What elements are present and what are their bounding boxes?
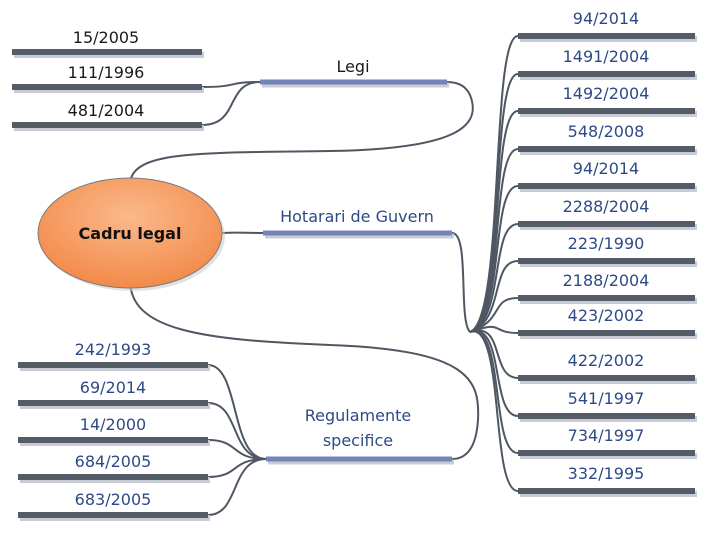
branch-bar-hotarari[interactable]: [263, 230, 452, 236]
branch-label-regulamente-line2: specifice: [323, 431, 393, 450]
leaf-bar-hotarari[interactable]: [518, 330, 695, 336]
leaf-bar-hotarari[interactable]: [518, 146, 695, 152]
leaf-label-regulamente: 683/2005: [75, 490, 152, 509]
leaf-bar-regulamente[interactable]: [18, 512, 208, 518]
connector-regulamente: [129, 279, 480, 460]
leaf-label-hotarari: 94/2014: [573, 9, 639, 28]
leaf-label-regulamente: 69/2014: [80, 378, 146, 397]
leaf-bar-hotarari[interactable]: [518, 413, 695, 419]
connector-hotarari-leaf: [469, 73, 519, 333]
leaf-label-legi: 111/1996: [68, 63, 145, 82]
connector-regulamente-leaf: [207, 364, 267, 460]
leaf-label-hotarari: 541/1997: [568, 389, 645, 408]
leaf-label-regulamente: 684/2005: [75, 452, 152, 471]
leaf-bar-legi[interactable]: [12, 49, 202, 55]
leaf-bar-regulamente[interactable]: [18, 362, 208, 368]
branch-label-legi: Legi: [336, 57, 369, 76]
leaf-label-hotarari: 548/2008: [568, 122, 645, 141]
leaf-bar-hotarari[interactable]: [518, 488, 695, 494]
central-topic-label: Cadru legal: [79, 224, 182, 243]
connector-hotarari-hub: [451, 232, 471, 333]
connector-regulamente-leaf: [207, 439, 267, 460]
leaf-label-hotarari: 734/1997: [568, 426, 645, 445]
leaf-bar-hotarari[interactable]: [518, 33, 695, 39]
connector-hotarari-leaf: [469, 330, 519, 492]
leaf-bar-legi[interactable]: [12, 122, 202, 128]
branch-bar-regulamente[interactable]: [266, 456, 452, 462]
leaf-label-hotarari: 332/1995: [568, 464, 645, 483]
connector-regulamente-leaf: [207, 458, 267, 478]
connector-hotarari-leaf: [469, 260, 519, 333]
leaf-bar-hotarari[interactable]: [518, 71, 695, 77]
connector-regulamente-leaf: [207, 402, 267, 460]
branch-bar-legi-shadow: [262, 82, 449, 88]
connector-legi: [129, 81, 474, 186]
leaf-bar-hotarari[interactable]: [518, 183, 695, 189]
branch-bar-legi[interactable]: [260, 79, 447, 85]
leaf-bar-hotarari[interactable]: [518, 295, 695, 301]
connector-hotarari-leaf: [469, 185, 519, 333]
leaf-label-hotarari: 1491/2004: [563, 47, 650, 66]
leaf-bar-hotarari[interactable]: [518, 108, 695, 114]
branch-bar-regulamente-shadow: [268, 459, 454, 465]
leaf-label-legi: 481/2004: [68, 101, 145, 120]
leaf-label-hotarari: 2288/2004: [563, 197, 650, 216]
leaf-label-hotarari: 422/2002: [568, 351, 645, 370]
leaf-bar-hotarari[interactable]: [518, 258, 695, 264]
leaf-label-regulamente: 242/1993: [75, 340, 152, 359]
leaf-bar-regulamente[interactable]: [18, 437, 208, 443]
central-topic[interactable]: Cadru legal: [37, 177, 225, 291]
leaf-bar-hotarari[interactable]: [518, 450, 695, 456]
leaf-label-hotarari: 94/2014: [573, 159, 639, 178]
connector-legi-leaf: [201, 81, 261, 88]
connector-hotarari-leaf: [469, 223, 519, 333]
leaf-bar-regulamente[interactable]: [18, 474, 208, 480]
leaf-bar-hotarari[interactable]: [518, 221, 695, 227]
connector-hotarari-leaf: [469, 325, 519, 334]
connector-legi-leaf: [201, 81, 261, 126]
leaf-label-hotarari: 223/1990: [568, 234, 645, 253]
connector-regulamente-leaf: [207, 458, 267, 516]
leaf-bar-hotarari[interactable]: [518, 375, 695, 381]
branch-bar-hotarari-shadow: [265, 233, 454, 239]
leaf-bar-legi[interactable]: [12, 84, 202, 90]
leaf-label-hotarari: 423/2002: [568, 306, 645, 325]
leaf-label-legi: 15/2005: [73, 28, 139, 47]
branch-label-regulamente-line1: Regulamente: [305, 406, 411, 425]
leaf-label-hotarari: 1492/2004: [563, 84, 650, 103]
branch-label-hotarari: Hotarari de Guvern: [280, 207, 434, 226]
leaf-label-regulamente: 14/2000: [80, 415, 146, 434]
leaf-label-hotarari: 2188/2004: [563, 271, 650, 290]
leaf-bar-regulamente[interactable]: [18, 400, 208, 406]
